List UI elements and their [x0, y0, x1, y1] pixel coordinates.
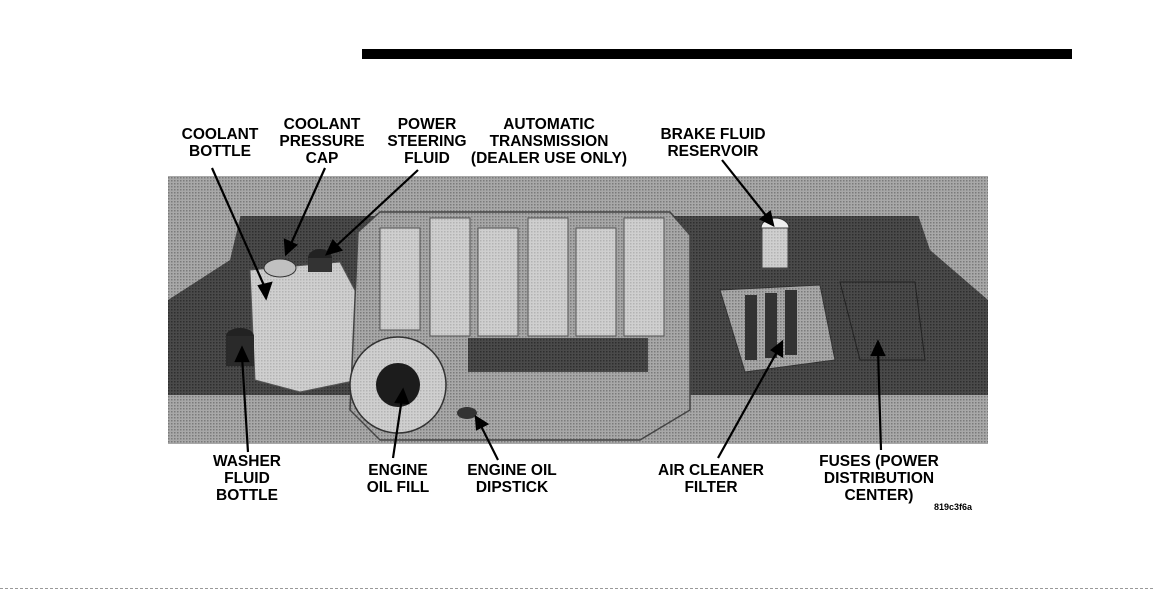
label-engine-oil-fill: ENGINE OIL FILL [350, 462, 446, 496]
bottom-rule [0, 588, 1153, 589]
image-code: 819c3f6a [934, 502, 972, 512]
label-fuses: FUSES (POWER DISTRIBUTION CENTER) [804, 453, 954, 504]
label-washer-fluid-bottle: WASHER FLUID BOTTLE [200, 453, 294, 504]
label-engine-oil-dipstick: ENGINE OIL DIPSTICK [458, 462, 566, 496]
label-coolant-pressure-cap: COOLANT PRESSURE CAP [272, 116, 372, 167]
label-automatic-transmission: AUTOMATIC TRANSMISSION (DEALER USE ONLY) [463, 116, 635, 167]
brake-fluid-reservoir-shape [761, 218, 789, 268]
coolant-bottle-shape [250, 259, 360, 392]
label-air-cleaner-filter: AIR CLEANER FILTER [650, 462, 772, 496]
label-power-steering-fluid: POWER STEERING FLUID [378, 116, 476, 167]
label-coolant-bottle: COOLANT BOTTLE [172, 126, 268, 160]
label-brake-fluid-reservoir: BRAKE FLUID RESERVOIR [648, 126, 778, 160]
